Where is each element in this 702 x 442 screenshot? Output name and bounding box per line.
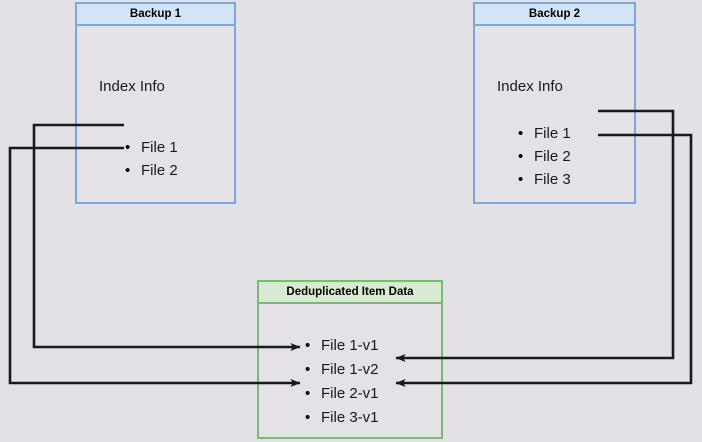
list-item[interactable]: File 3-v1 bbox=[305, 406, 379, 430]
backup-1-box[interactable]: Backup 1 Index Info File 1 File 2 bbox=[75, 2, 236, 204]
dedup-file-list: File 1-v1 File 1-v2 File 2-v1 File 3-v1 bbox=[305, 334, 379, 430]
backup-2-title: Backup 2 bbox=[475, 4, 634, 26]
list-item[interactable]: File 2 bbox=[518, 145, 571, 168]
backup-1-index-label: Index Info bbox=[99, 78, 165, 95]
list-item[interactable]: File 2 bbox=[125, 159, 178, 182]
list-item[interactable]: File 2-v1 bbox=[305, 382, 379, 406]
backup-2-body: Index Info File 1 File 2 File 3 bbox=[475, 26, 634, 202]
list-item[interactable]: File 1-v2 bbox=[305, 358, 379, 382]
backup-1-file-list: File 1 File 2 bbox=[125, 136, 178, 182]
list-item[interactable]: File 1-v1 bbox=[305, 334, 379, 358]
list-item[interactable]: File 3 bbox=[518, 168, 571, 191]
backup-2-box[interactable]: Backup 2 Index Info File 1 File 2 File 3 bbox=[473, 2, 636, 204]
backup-1-body: Index Info File 1 File 2 bbox=[77, 26, 234, 202]
deduplicated-item-data-body: File 1-v1 File 1-v2 File 2-v1 File 3-v1 bbox=[259, 304, 441, 437]
list-item[interactable]: File 1 bbox=[125, 136, 178, 159]
backup-2-file-list: File 1 File 2 File 3 bbox=[518, 122, 571, 191]
backup-1-title: Backup 1 bbox=[77, 4, 234, 26]
list-item[interactable]: File 1 bbox=[518, 122, 571, 145]
backup-2-index-label: Index Info bbox=[497, 78, 563, 95]
deduplicated-item-data-box[interactable]: Deduplicated Item Data File 1-v1 File 1-… bbox=[257, 280, 443, 439]
deduplicated-item-data-title: Deduplicated Item Data bbox=[259, 282, 441, 304]
